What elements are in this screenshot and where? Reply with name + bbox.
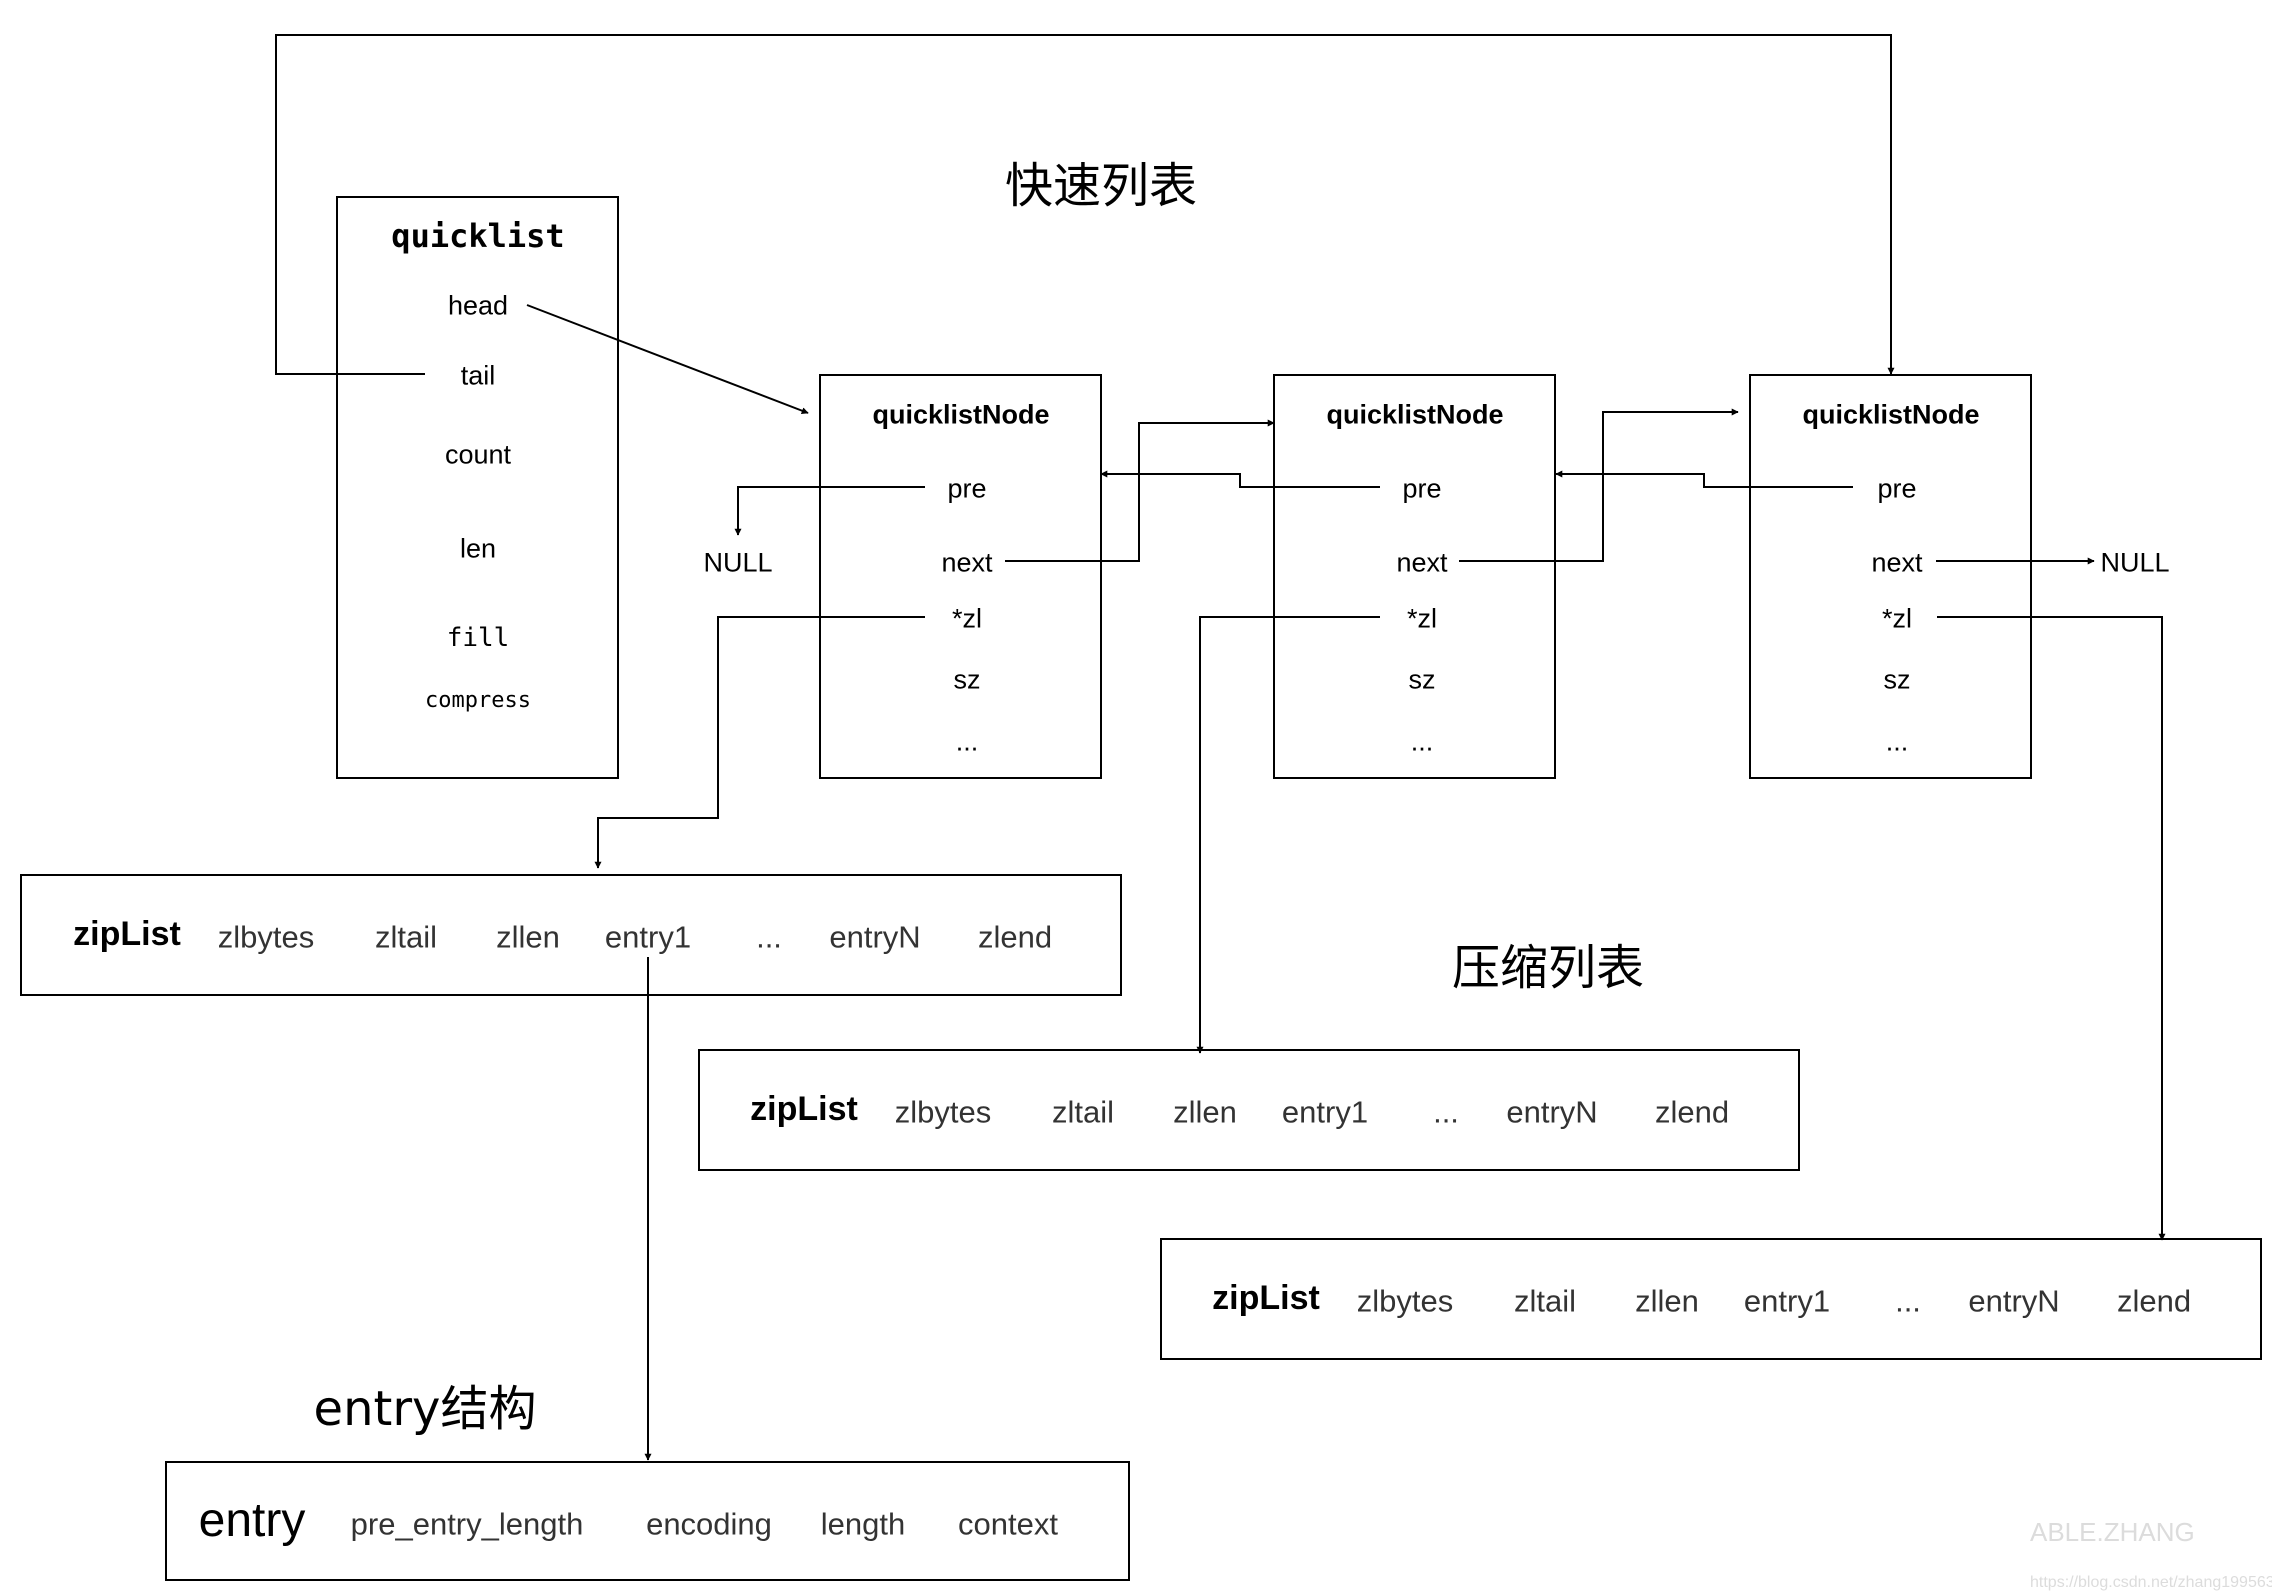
quicklist-field-head: head bbox=[447, 290, 509, 321]
ziplist-2-header: zipList bbox=[750, 1090, 858, 1128]
ziplist-1-field-entry1: entry1 bbox=[604, 919, 692, 955]
quicklist-node-3 bbox=[1749, 374, 2032, 779]
ziplist-2-field-zllen: zllen bbox=[1173, 1094, 1237, 1130]
ziplist-3-field-zllen: zllen bbox=[1635, 1283, 1699, 1319]
ziplist-1-field-ellipsis: ... bbox=[756, 919, 782, 955]
node-1-field-pre: pre bbox=[947, 473, 987, 504]
node-3-field-sz: sz bbox=[1883, 664, 1911, 695]
node-3-field-more: ... bbox=[1885, 726, 1909, 757]
node-1-field-zl: *zl bbox=[951, 603, 983, 634]
quicklist-box bbox=[336, 196, 619, 779]
ziplist-3 bbox=[1160, 1238, 2262, 1360]
ziplist-1-field-zlend: zlend bbox=[977, 919, 1053, 955]
ziplist-2-field-zlend: zlend bbox=[1654, 1094, 1730, 1130]
ziplist-2-field-entryN: entryN bbox=[1506, 1094, 1598, 1130]
ziplist-1 bbox=[20, 874, 1122, 996]
node-3-field-zl: *zl bbox=[1881, 603, 1913, 634]
quicklist-field-compress: compress bbox=[425, 688, 531, 713]
node3-pre-arrow bbox=[1555, 470, 1853, 488]
node1-next-arrow bbox=[1005, 419, 1275, 562]
quicklist-field-count: count bbox=[444, 439, 512, 470]
ziplist-2 bbox=[698, 1049, 1800, 1171]
node-2-field-zl: *zl bbox=[1406, 603, 1438, 634]
null-label-right: NULL bbox=[2100, 547, 2170, 578]
node-1-field-sz: sz bbox=[953, 664, 981, 695]
ziplist-1-field-entryN: entryN bbox=[829, 919, 921, 955]
ziplist-2-field-entry1: entry1 bbox=[1281, 1094, 1369, 1130]
ziplist-3-field-zltail: zltail bbox=[1513, 1283, 1577, 1319]
entry-box bbox=[165, 1461, 1130, 1581]
node-2-field-more: ... bbox=[1410, 726, 1434, 757]
node-3-field-next: next bbox=[1871, 547, 1923, 578]
entry-field-length: length bbox=[820, 1506, 906, 1542]
ziplist-3-field-entry1: entry1 bbox=[1743, 1283, 1831, 1319]
node-3-field-pre: pre bbox=[1877, 473, 1917, 504]
node1-pre-null-arrow bbox=[734, 486, 925, 536]
entry-header: entry bbox=[198, 1494, 306, 1547]
head-pointer-arrow bbox=[526, 304, 809, 415]
node-1-field-more: ... bbox=[955, 726, 979, 757]
ziplist-3-header: zipList bbox=[1212, 1279, 1320, 1317]
quicklist-title: 快速列表 bbox=[1004, 158, 1198, 214]
node2-next-arrow bbox=[1459, 408, 1739, 562]
entry-title: entry结构 bbox=[313, 1381, 537, 1437]
node-2-header: quicklistNode bbox=[1326, 399, 1504, 430]
ziplist-2-field-zlbytes: zlbytes bbox=[894, 1094, 992, 1130]
quicklist-field-tail: tail bbox=[460, 360, 496, 391]
ziplist-1-header: zipList bbox=[73, 915, 181, 953]
quicklist-header: quicklist bbox=[391, 217, 565, 255]
node2-pre-arrow bbox=[1100, 470, 1380, 488]
ziplist-1-field-zltail: zltail bbox=[374, 919, 438, 955]
node3-zl-arrow bbox=[1937, 616, 2166, 1241]
watermark-url: https://blog.csdn.net/zhang199563 bbox=[2030, 1574, 2272, 1591]
node2-zl-arrow bbox=[1196, 616, 1380, 1054]
null-label-left: NULL bbox=[703, 547, 773, 578]
ziplist-3-field-entryN: entryN bbox=[1968, 1283, 2060, 1319]
ziplist-2-field-ellipsis: ... bbox=[1433, 1094, 1459, 1130]
node1-zl-arrow bbox=[594, 616, 925, 869]
ziplist-title: 压缩列表 bbox=[1451, 940, 1645, 996]
ziplist-3-field-zlend: zlend bbox=[2116, 1283, 2192, 1319]
quicklist-field-fill: fill bbox=[446, 623, 510, 653]
quicklist-node-2 bbox=[1273, 374, 1556, 779]
entry-field-context: context bbox=[958, 1506, 1058, 1542]
ziplist-2-field-zltail: zltail bbox=[1051, 1094, 1115, 1130]
ziplist-1-field-zllen: zllen bbox=[496, 919, 560, 955]
node-2-field-pre: pre bbox=[1402, 473, 1442, 504]
node-1-header: quicklistNode bbox=[872, 399, 1050, 430]
watermark-author: ABLE.ZHANG bbox=[2030, 1517, 2195, 1547]
quicklist-field-len: len bbox=[459, 533, 497, 564]
entry-field-encoding: encoding bbox=[646, 1506, 772, 1542]
node-2-field-sz: sz bbox=[1408, 664, 1436, 695]
ziplist-3-field-ellipsis: ... bbox=[1895, 1283, 1921, 1319]
entry-field-pre-entry-length: pre_entry_length bbox=[350, 1506, 584, 1542]
ziplist-3-field-zlbytes: zlbytes bbox=[1356, 1283, 1454, 1319]
node-2-field-next: next bbox=[1396, 547, 1448, 578]
quicklist-node-1 bbox=[819, 374, 1102, 779]
tail-pointer-arrow bbox=[275, 34, 1895, 375]
ziplist-1-field-zlbytes: zlbytes bbox=[217, 919, 315, 955]
node-3-header: quicklistNode bbox=[1802, 399, 1980, 430]
node-1-field-next: next bbox=[941, 547, 993, 578]
